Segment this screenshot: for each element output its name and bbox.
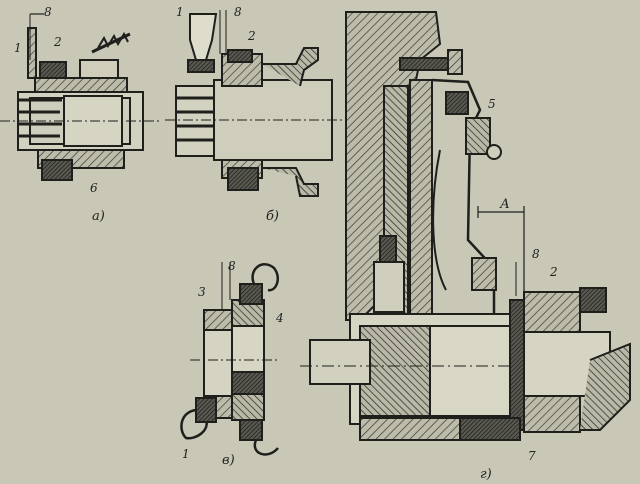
panel-b-number-2: 2 (247, 29, 256, 43)
panel-a-caption: а) (92, 209, 105, 224)
panel-g-number-2: 2 (549, 265, 558, 279)
panel-v-number-3: 3 (198, 285, 206, 299)
panel-g (300, 11, 631, 441)
panel-a-number-1: 1 (14, 41, 22, 55)
panel-a-number-8: 8 (44, 5, 52, 19)
panel-v-caption: в) (222, 453, 235, 468)
panel-b-number-1: 1 (176, 5, 184, 19)
panel-g-number-7: 7 (528, 449, 536, 463)
panel-g-number-8: 8 (532, 247, 540, 261)
panel-a-number-2: 2 (53, 35, 62, 49)
panel-g-dimension-a: А (499, 197, 510, 212)
panel-v-number-8: 8 (228, 259, 236, 273)
panel-g-number-5: 5 (488, 97, 496, 111)
panel-v-number-4: 4 (275, 311, 284, 325)
panel-v-number-1: 1 (182, 447, 190, 461)
panel-b-number-8: 8 (234, 5, 242, 19)
panel-a-number-6: 6 (90, 181, 98, 195)
panel-v (180, 262, 280, 456)
panel-g-caption: г) (480, 467, 492, 482)
panel-b (165, 10, 345, 197)
panel-a (0, 13, 160, 181)
panel-b-caption: б) (266, 209, 279, 224)
